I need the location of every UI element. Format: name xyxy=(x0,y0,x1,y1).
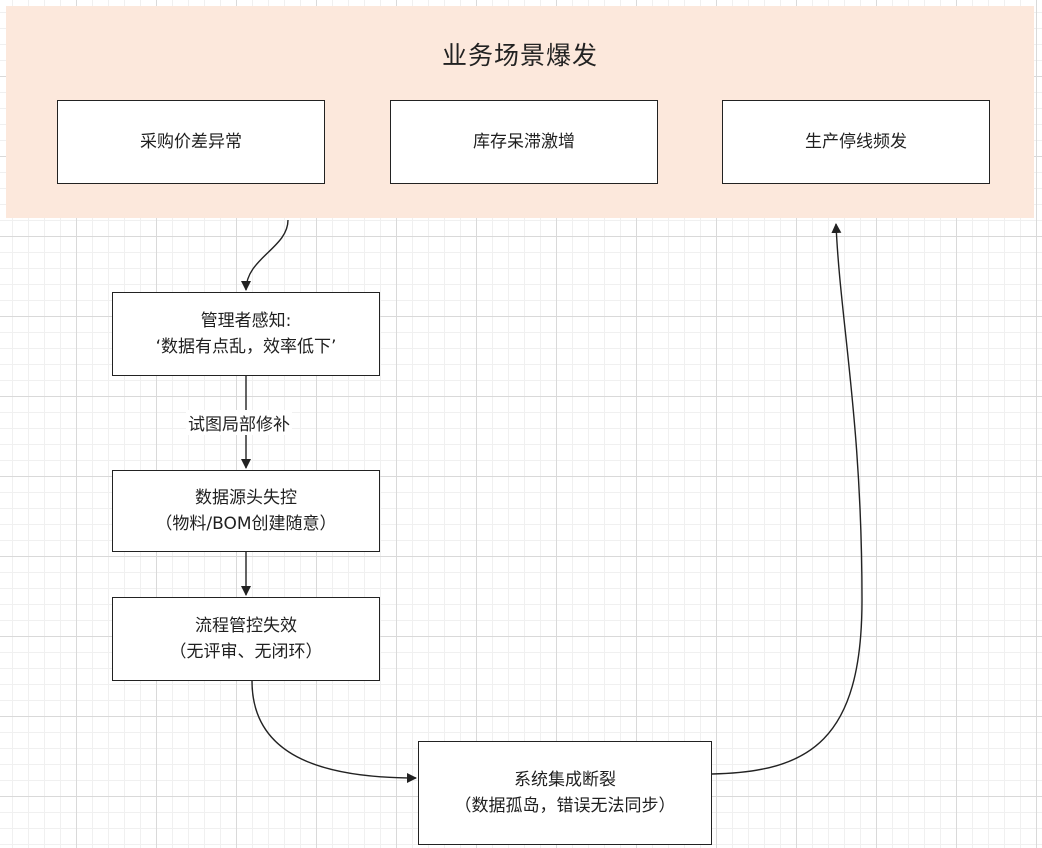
node-label-line2: （无评审、无闭环） xyxy=(169,642,323,662)
group-title: 业务场景爆发 xyxy=(441,41,598,70)
edge-integration-to-scenario xyxy=(711,223,863,775)
node-production-stoppage[interactable]: 生产停线频发 xyxy=(722,100,990,184)
node-process-control-failure[interactable]: 流程管控失效 （无评审、无闭环） xyxy=(112,597,380,681)
node-label: 库存呆滞激增 xyxy=(473,132,575,152)
node-procurement-anomaly[interactable]: 采购价差异常 xyxy=(57,100,325,184)
node-manager-perception[interactable]: 管理者感知: ‘数据有点乱，效率低下’ xyxy=(112,292,380,376)
node-label-line1: 数据源头失控 xyxy=(195,488,297,508)
edge-scenario-to-manager xyxy=(241,219,289,291)
node-data-source-loss[interactable]: 数据源头失控 （物料/BOM创建随意） xyxy=(112,470,380,552)
node-label: 采购价差异常 xyxy=(140,132,242,152)
node-label-line2: （数据孤岛，错误无法同步） xyxy=(454,796,676,816)
node-label-line1: 系统集成断裂 xyxy=(514,770,616,790)
node-label-line1: 管理者感知: xyxy=(200,311,292,331)
node-label-line1: 流程管控失效 xyxy=(195,616,297,636)
node-integration-break[interactable]: 系统集成断裂 （数据孤岛，错误无法同步） xyxy=(418,741,712,845)
node-inventory-surge[interactable]: 库存呆滞激增 xyxy=(390,100,658,184)
node-label-line2: ‘数据有点乱，效率低下’ xyxy=(155,337,337,357)
edge-process-to-integration xyxy=(251,680,417,783)
edge-label-partial-patch: 试图局部修补 xyxy=(186,410,292,435)
node-label-line2: （物料/BOM创建随意） xyxy=(155,514,337,534)
node-label: 生产停线频发 xyxy=(805,132,907,152)
